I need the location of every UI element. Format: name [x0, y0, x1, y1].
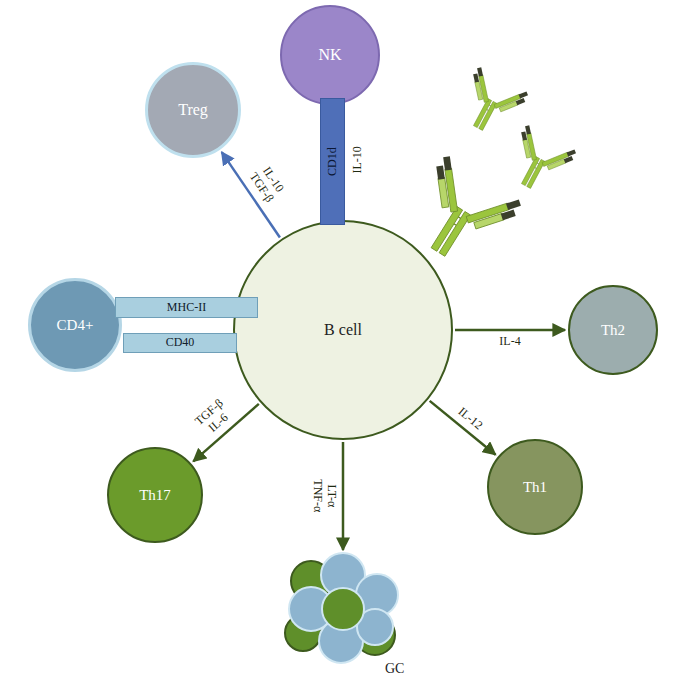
node-label: Th17 — [139, 487, 171, 504]
node-body: Treg — [145, 62, 241, 158]
node-label: CD40 — [166, 336, 195, 349]
cell-circle — [488, 440, 582, 534]
b-cell: B cell — [233, 220, 453, 440]
cd4-cell: CD4+ — [28, 278, 122, 372]
node-body: Th17 — [107, 447, 203, 543]
cell-circle — [147, 64, 240, 157]
gc-cell — [322, 588, 364, 630]
node-body: GC — [385, 661, 404, 676]
node-label: Treg — [178, 101, 208, 119]
node-body: B cell — [233, 220, 453, 440]
node-body: CD1d — [321, 99, 344, 224]
node-label: B cell — [324, 321, 362, 339]
germinal-center: GC — [283, 553, 403, 663]
antibody — [449, 64, 533, 143]
node-body: Th2 — [568, 285, 658, 375]
edge-label: IL-4 — [485, 335, 535, 349]
node-body: NK — [280, 5, 380, 105]
node-body: CD4+ — [28, 278, 122, 372]
cell-circle — [108, 448, 202, 542]
node-label: CD1d — [326, 147, 339, 176]
node-label: MHC-II — [167, 301, 206, 314]
node-label: Th2 — [601, 322, 625, 339]
node-label: CD4+ — [57, 317, 94, 334]
edge-label: LT-α TNF-α — [310, 471, 338, 521]
cluster-outline — [283, 553, 403, 663]
cytokine-label: IL-10 — [350, 144, 364, 175]
node-body: CD40 — [124, 334, 236, 352]
node-label: Th1 — [523, 479, 547, 496]
receptor-band: CD1d — [320, 98, 345, 225]
nk-cell: NK — [280, 5, 380, 105]
receptor-band: MHC-II — [115, 297, 258, 318]
cell-circle — [234, 221, 452, 439]
cytokine-arrow — [455, 329, 565, 332]
node-body: MHC-II — [116, 298, 257, 317]
node-label: GC — [385, 661, 404, 676]
th17-cell: Th17 — [107, 447, 203, 543]
antibody — [497, 122, 581, 201]
edge-label: TGF-β IL-6 — [186, 391, 242, 445]
cell-circle — [281, 6, 379, 104]
edge-label: IL-10 TGF-β — [241, 155, 292, 212]
cell-circle — [569, 286, 657, 374]
node-body: Th1 — [487, 439, 583, 535]
th2-cell: Th2 — [568, 285, 658, 375]
receptor-band: CD40 — [123, 333, 237, 353]
th1-cell: Th1 — [487, 439, 583, 535]
treg-cell: Treg — [145, 62, 241, 158]
cell-circle — [30, 280, 121, 371]
node-label: NK — [318, 46, 341, 64]
cytokine-arrow — [342, 442, 345, 550]
